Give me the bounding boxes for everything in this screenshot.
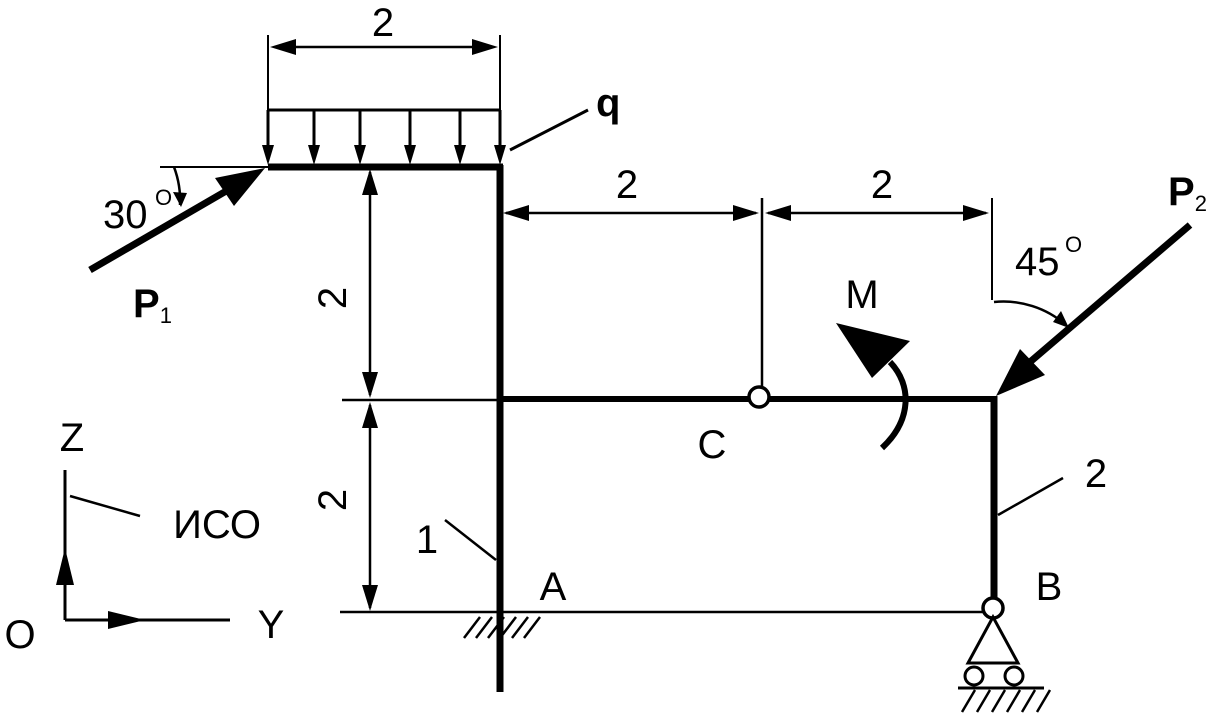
point-c-label: C	[698, 423, 727, 467]
axis-y-label: Y	[258, 603, 285, 647]
dimension-right-upper: 2 2	[503, 163, 993, 390]
member-1-label: 1	[416, 518, 438, 562]
dim-left-upper-label: 2	[311, 287, 355, 309]
member-1-leader: 1	[416, 518, 497, 562]
fixed-support-a	[463, 616, 541, 639]
p2-angle-degree: O	[1065, 232, 1082, 257]
moment-label: M	[845, 273, 878, 317]
p2-label: P2	[1168, 170, 1207, 216]
p1-angle-label: 30	[103, 193, 148, 237]
dim-cy2-label: 2	[871, 163, 893, 207]
moment-m: M	[836, 273, 910, 451]
force-p1: 30 O P1	[88, 166, 265, 328]
dimension-left-lower: 2	[311, 402, 378, 611]
p1-angle-degree: O	[155, 185, 172, 210]
force-p2: 45 O P2	[993, 170, 1207, 396]
dim-left-lower-label: 2	[311, 489, 355, 511]
q-label: q	[596, 81, 620, 125]
dim-cy1-label: 2	[616, 163, 638, 207]
dimension-left-upper: 2	[311, 169, 378, 398]
distributed-load-q: q	[262, 81, 620, 165]
p1-label: P1	[133, 282, 172, 328]
dim-top-label: 2	[372, 1, 394, 45]
dimension-top: 2	[267, 1, 501, 110]
hinge-c	[747, 385, 771, 409]
roller-support-b	[958, 596, 1052, 713]
member-2-leader: 2	[997, 452, 1107, 517]
frame-label: ИСО	[173, 503, 261, 547]
origin-label: O	[4, 613, 35, 657]
member-2-label: 2	[1085, 452, 1107, 496]
point-b-label: B	[1036, 565, 1063, 609]
coordinate-axes: Z Y O ИСО	[4, 416, 284, 657]
p2-angle-label: 45	[1015, 240, 1060, 284]
point-a-label: A	[540, 565, 567, 609]
axis-z-label: Z	[60, 416, 84, 460]
